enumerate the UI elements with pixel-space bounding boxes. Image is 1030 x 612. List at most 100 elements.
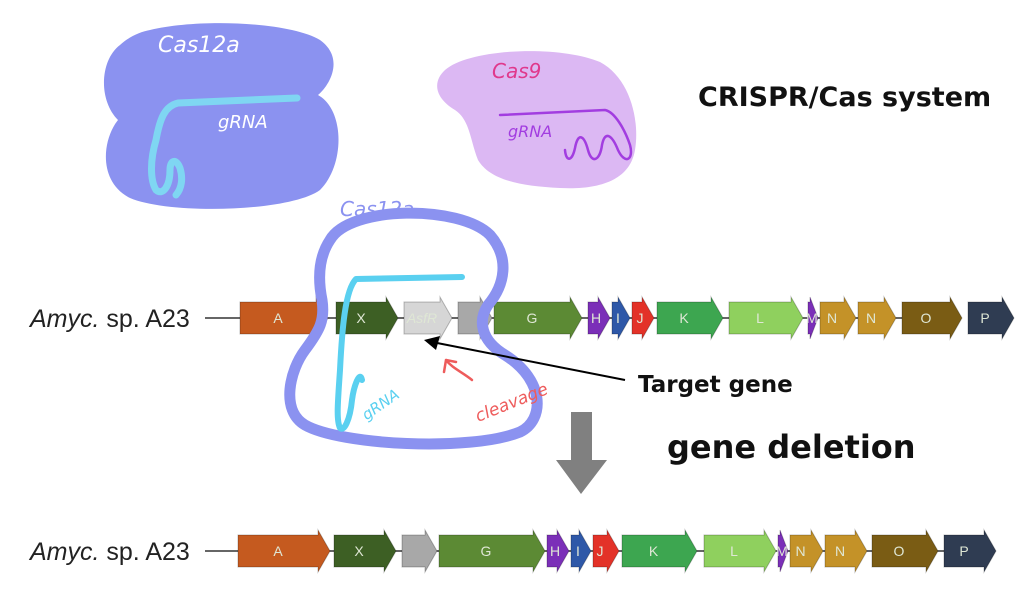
- gene-shape: [824, 528, 868, 574]
- gene-shape: [611, 295, 631, 341]
- cas12a-complex-grna-strand: [334, 274, 465, 432]
- cas9-grna-strand: [498, 108, 633, 161]
- cas9-label: Cas9: [492, 59, 541, 83]
- gene-deletion-label: gene deletion: [667, 428, 916, 466]
- gene-label: A: [273, 543, 283, 559]
- gene-arrow: L: [703, 528, 777, 574]
- gene-shape: [703, 528, 777, 574]
- gene-shape: [943, 528, 997, 574]
- target-gene-label: Target gene: [638, 372, 793, 398]
- locus-label: Amyc. sp. A23: [28, 538, 190, 566]
- gene-shape: [493, 295, 583, 341]
- gene-arrow: K: [656, 295, 724, 341]
- gene-label: G: [481, 543, 492, 559]
- gene-arrow: N: [789, 528, 824, 574]
- gene-arrow: P: [943, 528, 997, 574]
- gene-arrow: X: [333, 528, 397, 574]
- gene-arrow: M: [776, 529, 789, 573]
- gene-shape: [401, 528, 438, 574]
- gene-label: A: [273, 310, 283, 326]
- gene-arrow: A: [237, 528, 331, 574]
- gene-arrow: M: [806, 296, 819, 340]
- gene-shape: [621, 528, 698, 574]
- gene-shape: [857, 295, 897, 341]
- gene-label: N: [827, 310, 837, 326]
- gene-label: N: [866, 310, 876, 326]
- gene-shape: [656, 295, 724, 341]
- gene-arrow: O: [871, 528, 939, 574]
- gene-arrow: K: [621, 528, 698, 574]
- gene-arrow: N: [819, 295, 857, 341]
- gene-label: X: [356, 310, 366, 326]
- cas12a-grna-strand: [148, 94, 301, 199]
- gene-label: P: [980, 310, 989, 326]
- gene-shape: [592, 528, 620, 574]
- gene-label: AsfR: [406, 310, 437, 326]
- locus-label: Amyc. sp. A23: [28, 305, 190, 333]
- gene-label: J: [637, 310, 644, 326]
- gene-shape: [438, 528, 546, 574]
- gene-shape: [237, 528, 331, 574]
- gene-shape: [631, 295, 655, 341]
- gene-label: N: [835, 543, 845, 559]
- cleavage-arrow-icon: [442, 358, 474, 382]
- gene-label: H: [550, 543, 560, 559]
- gene-label: J: [597, 543, 604, 559]
- gene-arrow: J: [592, 528, 620, 574]
- gene-label: K: [649, 543, 659, 559]
- gene-label: I: [616, 310, 620, 326]
- gene-label: I: [576, 543, 580, 559]
- gene-arrow: G: [493, 295, 583, 341]
- gene-arrow: J: [631, 295, 655, 341]
- gene-shape: [403, 295, 453, 341]
- cas12a-complex-outline: [284, 207, 543, 450]
- gene-arrow: AsfR: [403, 295, 453, 341]
- down-arrow-icon: [556, 412, 607, 494]
- gene-label: O: [894, 543, 905, 559]
- gene-arrow: H: [587, 295, 611, 341]
- gene-arrow: H: [546, 528, 570, 574]
- gene-arrow: G: [438, 528, 546, 574]
- cas12a-grna-label: gRNA: [218, 112, 268, 133]
- gene-arrow: P: [967, 295, 1015, 341]
- cas12a-complex-grna-label: gRNA: [358, 385, 402, 424]
- cas12a-complex-label: Cas12a: [340, 197, 414, 221]
- gene-label: K: [679, 310, 689, 326]
- gene-shape: [570, 528, 592, 574]
- target-pointer-arrowhead-icon: [424, 336, 440, 350]
- gene-label: O: [921, 310, 932, 326]
- gene-label: H: [591, 310, 601, 326]
- cas9-body: [437, 51, 637, 189]
- gene-label: L: [730, 543, 738, 559]
- page-title: CRISPR/Cas system: [698, 82, 991, 113]
- target-pointer-line: [431, 341, 626, 381]
- cas9-protein: Cas9 gRNA: [437, 51, 637, 189]
- gene-shape: [333, 528, 397, 574]
- gene-shape: [546, 528, 570, 574]
- target-gene-callout: Target gene: [424, 336, 793, 398]
- gene-shape: [807, 296, 819, 340]
- gene-arrow: L: [728, 295, 804, 341]
- gene-shape: [777, 529, 789, 573]
- gene-label: P: [959, 543, 968, 559]
- gene-arrow: O: [901, 295, 963, 341]
- gene-arrow: I: [570, 528, 592, 574]
- gene-label: L: [756, 310, 764, 326]
- cas12a-body: [103, 23, 339, 209]
- gene-shape: [871, 528, 939, 574]
- gene-arrow: N: [824, 528, 868, 574]
- gene-label: N: [795, 543, 805, 559]
- gene-label: G: [527, 310, 538, 326]
- gene-shape: [728, 295, 804, 341]
- gene-shape: [901, 295, 963, 341]
- gene-shape: [587, 295, 611, 341]
- gene-label: M: [776, 543, 788, 559]
- gene-arrow: [401, 528, 438, 574]
- gene-label: M: [806, 310, 818, 326]
- gene-shape: [967, 295, 1015, 341]
